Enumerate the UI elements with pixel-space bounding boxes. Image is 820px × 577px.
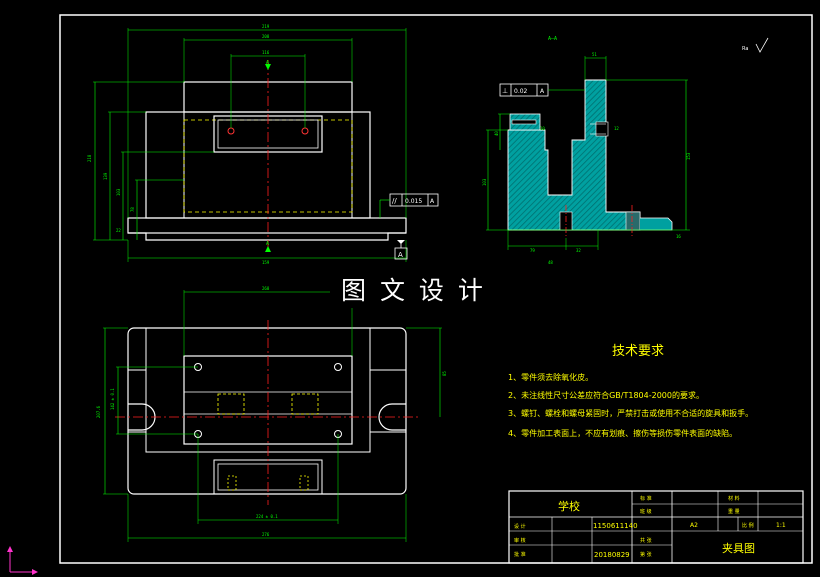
drawing-title: 夹具图	[722, 542, 755, 555]
dim-218: 218	[87, 154, 92, 162]
drawing-date: 20180829	[594, 551, 630, 559]
dim-159: 159	[262, 260, 270, 265]
front-view	[93, 28, 439, 262]
note-item: 3、螺钉、螺栓和螺母紧固时，严禁打击或使用不合适的旋具和扳手。	[508, 408, 753, 418]
parallelism-value: 0.015	[405, 198, 422, 205]
section-label: A—A	[548, 36, 557, 42]
dim-78: 78	[130, 207, 135, 212]
dim-276: 276	[262, 532, 270, 537]
plan-view-dimensions: 268 207.6 142 ± 0.1 85 224 ± 0.1 276	[96, 286, 447, 537]
dim-sec-153: 153	[686, 152, 691, 160]
label-scale: 比 例	[742, 522, 754, 529]
parallelism-symbol: //	[392, 197, 397, 205]
label-design: 设 计	[514, 523, 526, 530]
dim-219: 219	[262, 24, 270, 29]
dim-sec-12: 12	[614, 126, 619, 131]
title-block-text: 学校 夹具图 1150611140 20180829 A2 1:1 设 计 审 …	[514, 495, 786, 559]
roughness-note: Ra	[742, 46, 748, 52]
section-mark-top: A	[266, 60, 269, 66]
dim-208: 208	[262, 34, 270, 39]
technical-notes: 技术要求 1、零件须去除氧化皮。 2、未注线性尺寸公差应符合GB/T1804-2…	[508, 344, 753, 438]
dim-sec-48: 48	[548, 260, 553, 265]
watermark-text: 图 文 设 计	[341, 276, 486, 305]
plan-view	[103, 290, 442, 542]
school-name: 学校	[558, 499, 580, 513]
notes-title: 技术要求	[612, 344, 664, 359]
dim-116: 116	[262, 50, 270, 55]
section-view: A—A	[486, 36, 769, 250]
dim-plan-inner: 224 ± 0.1	[256, 514, 278, 519]
sheet-size: A2	[690, 522, 698, 529]
ucs-axis-icon	[7, 546, 38, 575]
dim-plan-left: 207.6	[96, 405, 101, 418]
student-id: 1150611140	[593, 522, 638, 530]
dim-sec-79: 79	[530, 248, 535, 253]
dim-sec-51: 51	[592, 52, 597, 57]
note-item: 4、零件加工表面上，不应有划痕、擦伤等损伤零件表面的缺陷。	[508, 428, 737, 438]
drawing-scale: 1:1	[776, 522, 786, 529]
sheet-border	[59, 14, 813, 564]
dim-plan-right: 85	[442, 371, 447, 376]
front-view-dimensions: 219 208 116 218 139 103 78 22 159 A A //…	[87, 24, 435, 265]
dim-sec-40: 40	[494, 131, 499, 136]
dim-sec-103: 103	[482, 178, 487, 186]
dim-268: 268	[262, 286, 270, 291]
label-sheet: 第 张	[640, 551, 652, 558]
section-mark-bottom: A	[266, 241, 269, 247]
perpendicularity-value: 0.02	[514, 88, 528, 95]
label-weight: 重 量	[728, 508, 740, 515]
dim-103: 103	[116, 188, 121, 196]
note-item: 2、未注线性尺寸公差应符合GB/T1804-2000的要求。	[508, 390, 704, 400]
title-block	[508, 490, 804, 564]
watermark-backdrop	[330, 272, 498, 308]
label-stamp: 标 准	[640, 495, 652, 502]
dim-sec-16: 16	[676, 234, 681, 239]
dim-sec-10: 10	[540, 126, 545, 131]
perpendicularity-symbol: ⊥	[502, 87, 508, 95]
note-item: 1、零件须去除氧化皮。	[508, 372, 593, 382]
perpendicularity-datum: A	[540, 88, 545, 95]
label-count: 共 张	[640, 537, 652, 544]
parallelism-datum: A	[430, 198, 435, 205]
label-check: 审 核	[514, 537, 526, 544]
dim-22: 22	[116, 228, 121, 233]
label-class: 班 级	[640, 508, 652, 515]
label-approve: 批 准	[514, 551, 526, 558]
label-material: 材 料	[728, 495, 740, 502]
dim-plan-side: 142 ± 0.1	[110, 388, 115, 410]
datum-label: A	[398, 251, 403, 259]
dim-sec-32: 32	[576, 248, 581, 253]
section-view-dimensions: 51 103 40 153 79 32 48 16 10 12 ⊥ 0.02 A…	[482, 46, 748, 265]
dim-139: 139	[103, 172, 108, 180]
